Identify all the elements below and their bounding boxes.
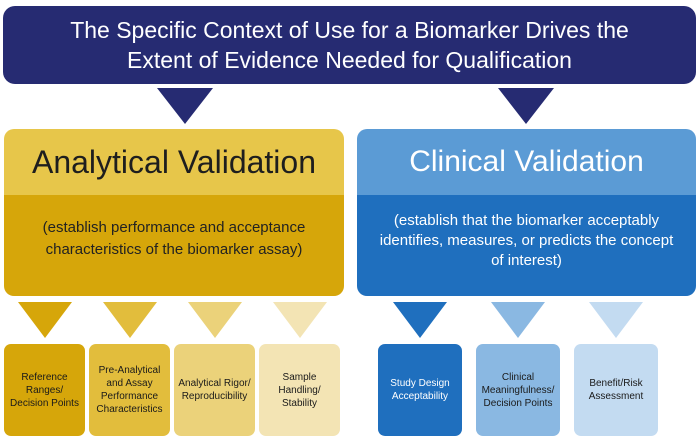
context-of-use-banner: The Specific Context of Use for a Biomar… [3, 6, 696, 84]
analytical-rigor-box: Analytical Rigor/ Reproducibility [174, 344, 255, 436]
benefit-risk-label: Benefit/Risk Assessment [588, 378, 644, 402]
benefit-risk-box: Benefit/Risk Assessment [574, 344, 658, 436]
clinical-validation-title: Clinical Validation [357, 129, 696, 195]
clinical-meaningfulness-box: Clinical Meaningfulness/ Decision Points [476, 344, 560, 436]
study-design-box: Study Design Acceptability [378, 344, 462, 436]
analytical-validation-title: Analytical Validation [4, 129, 344, 195]
clinical-validation-panel: Clinical Validation (establish that the … [357, 129, 696, 296]
analytical-arrow-4 [273, 302, 327, 338]
analytical-rigor-label: Analytical Rigor/ Reproducibility [178, 378, 251, 402]
banner-to-analytical-arrow [157, 88, 213, 124]
analytical-validation-description: (establish performance and acceptance ch… [4, 195, 344, 296]
pre-analytical-box: Pre-Analytical and Assay Performance Cha… [89, 344, 170, 436]
clinical-meaningfulness-label: Clinical Meaningfulness/ Decision Points [481, 371, 555, 409]
pre-analytical-label: Pre-Analytical and Assay Performance Cha… [96, 365, 163, 415]
clinical-arrow-2 [491, 302, 545, 338]
analytical-arrow-2 [103, 302, 157, 338]
clinical-arrow-1 [393, 302, 447, 338]
banner-line-2: Extent of Evidence Needed for Qualificat… [127, 47, 572, 73]
analytical-validation-panel: Analytical Validation (establish perform… [4, 129, 344, 296]
analytical-arrow-3 [188, 302, 242, 338]
analytical-arrow-1 [18, 302, 72, 338]
reference-ranges-label: Reference Ranges/ Decision Points [10, 371, 79, 409]
reference-ranges-box: Reference Ranges/ Decision Points [4, 344, 85, 436]
banner-to-clinical-arrow [498, 88, 554, 124]
clinical-arrow-3 [589, 302, 643, 338]
banner-line-1: The Specific Context of Use for a Biomar… [70, 17, 629, 43]
sample-handling-label: Sample Handling/ Stability [278, 371, 321, 409]
sample-handling-box: Sample Handling/ Stability [259, 344, 340, 436]
study-design-label: Study Design Acceptability [390, 378, 450, 402]
clinical-validation-description: (establish that the biomarker acceptably… [357, 195, 696, 296]
